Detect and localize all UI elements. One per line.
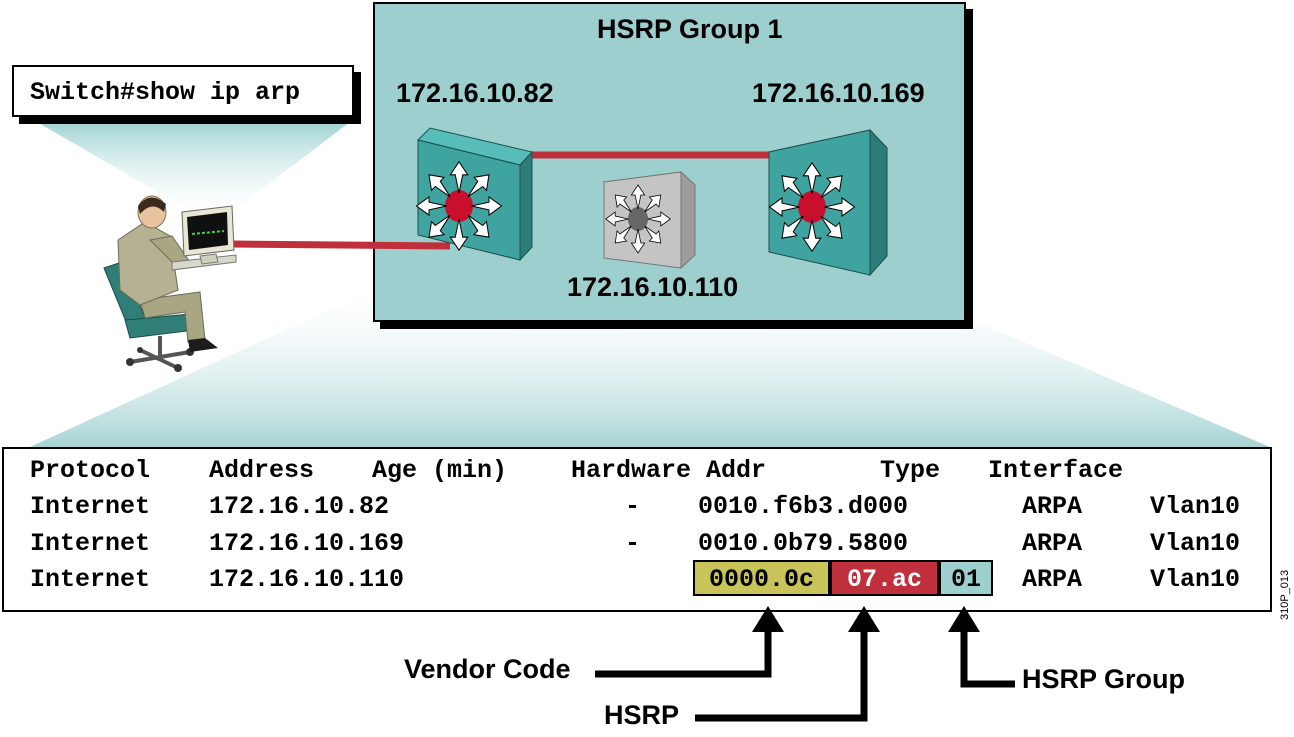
arp-table-box — [2, 447, 1272, 612]
command-box: Switch#show ip arp — [12, 65, 354, 117]
header-hardware-addr: Hardware Addr — [571, 456, 767, 485]
header-type: Type — [880, 456, 941, 485]
row1-age: - — [625, 492, 641, 521]
row3-interface: Vlan10 — [1150, 565, 1241, 594]
row2-interface: Vlan10 — [1150, 529, 1241, 558]
callout-group-arrow — [948, 606, 1015, 688]
row3-address: 172.16.10.110 — [209, 565, 405, 594]
header-age: Age (min) — [372, 456, 508, 485]
router-right-icon — [768, 128, 888, 277]
mac-vendor-code-segment: 0000.0c — [693, 560, 830, 596]
command-beam — [30, 118, 355, 225]
row3-protocol: Internet — [30, 565, 151, 594]
callout-hsrp-arrow — [695, 606, 880, 722]
user-workstation-icon — [103, 195, 237, 372]
callout-vendor-arrow — [595, 606, 784, 678]
router-right-ip: 172.16.10.169 — [752, 78, 925, 108]
header-interface: Interface — [988, 456, 1124, 485]
row1-hardware-addr: 0010.f6b3.d000 — [698, 492, 909, 521]
row2-type: ARPA — [1022, 529, 1083, 558]
table-beam — [30, 290, 1270, 447]
header-address: Address — [209, 456, 315, 485]
row1-protocol: Internet — [30, 492, 151, 521]
callout-vendor-code: Vendor Code — [404, 654, 571, 684]
row1-address: 172.16.10.82 — [209, 492, 390, 521]
group-title: HSRP Group 1 — [597, 14, 783, 44]
router-left-icon — [415, 127, 533, 262]
row1-type: ARPA — [1022, 492, 1083, 521]
router-virtual-icon — [602, 170, 697, 270]
mac-hsrp-segment: 07.ac — [830, 560, 939, 596]
callout-hsrp: HSRP — [604, 700, 680, 730]
router-left-ip: 172.16.10.82 — [396, 78, 554, 108]
command-text: Switch#show ip arp — [30, 78, 301, 107]
row2-address: 172.16.10.169 — [209, 529, 405, 558]
link-user-to-router — [231, 240, 451, 250]
virtual-router-ip: 172.16.10.110 — [567, 272, 739, 302]
mac-group-segment: 01 — [939, 560, 993, 596]
row3-type: ARPA — [1022, 565, 1083, 594]
row1-interface: Vlan10 — [1150, 492, 1241, 521]
header-protocol: Protocol — [30, 456, 151, 485]
row2-protocol: Internet — [30, 529, 151, 558]
row2-age: - — [625, 529, 641, 558]
row2-hardware-addr: 0010.0b79.5800 — [698, 529, 909, 558]
callout-hsrp-group: HSRP Group — [1022, 664, 1186, 694]
